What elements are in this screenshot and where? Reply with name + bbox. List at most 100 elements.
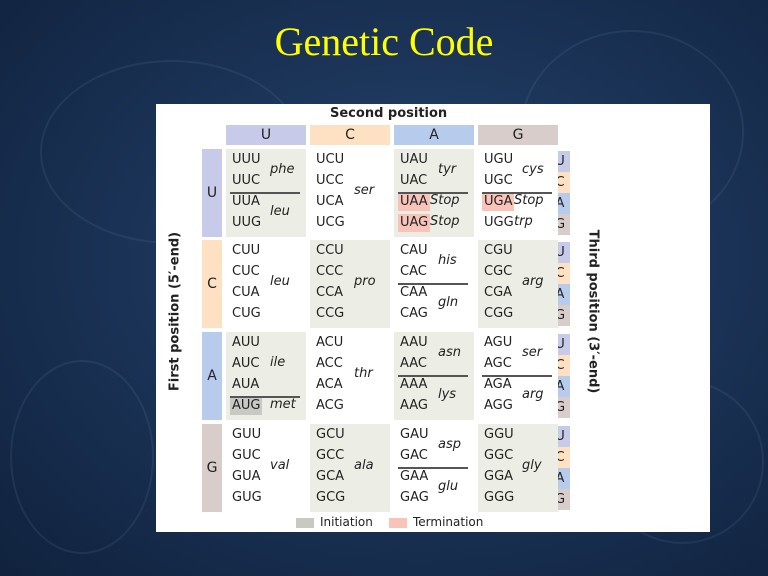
codon: GCU: [316, 427, 345, 442]
codon: ACC: [316, 356, 343, 371]
amino-acid-label: ala: [354, 457, 374, 473]
genetic-code-figure: Second position First position (5′-end) …: [156, 104, 710, 532]
codon: UUU: [232, 152, 261, 167]
codon: UCG: [316, 215, 345, 230]
amino-acid-label: val: [270, 457, 290, 473]
codon: CCU: [316, 243, 344, 258]
codon: CGU: [484, 243, 513, 258]
codon: UAU: [400, 152, 428, 167]
amino-acid-label: pro: [354, 273, 376, 289]
codon: CAG: [400, 306, 428, 321]
second-position-A: A: [394, 125, 474, 145]
codon: UUA: [232, 194, 260, 209]
codon-group-separator: [398, 467, 468, 469]
codon: AAG: [400, 398, 428, 413]
codon: GGC: [484, 448, 514, 463]
codon-group-separator: [398, 283, 468, 285]
amino-acid-label: cys: [522, 161, 544, 177]
codon: CCA: [316, 285, 344, 300]
amino-acid-label: Stop: [514, 193, 544, 208]
amino-acid-label: gly: [522, 457, 542, 473]
codon-group-separator: [230, 192, 300, 194]
codon: UGU: [484, 152, 514, 167]
first-position-U: U: [202, 149, 222, 237]
codon: UAC: [400, 173, 428, 188]
codon: CAA: [400, 285, 428, 300]
codon: AUA: [232, 377, 260, 392]
amino-acid-label: his: [438, 252, 457, 268]
amino-acid-label: arg: [522, 273, 544, 289]
codon: UUG: [232, 215, 262, 230]
codon: CCG: [316, 306, 345, 321]
amino-acid-label: ser: [522, 344, 543, 360]
amino-acid-label: lys: [438, 386, 457, 402]
amino-acid-label: phe: [270, 161, 295, 177]
codon: UCU: [316, 152, 345, 167]
amino-acid-label: tyr: [438, 161, 457, 177]
slide-title: Genetic Code: [274, 19, 494, 64]
codon: AAA: [400, 377, 428, 392]
codon: GUU: [232, 427, 262, 442]
codon: AAC: [400, 356, 427, 371]
codon: ACG: [316, 398, 344, 413]
codon: UAA: [398, 193, 430, 211]
codon: CUG: [232, 306, 261, 321]
codon: GCA: [316, 469, 345, 484]
amino-acid-label: gln: [438, 294, 459, 310]
codon-group-separator: [482, 375, 552, 377]
codon: GUA: [232, 469, 261, 484]
amino-acid-label: thr: [354, 365, 373, 381]
codon: UGG: [484, 215, 514, 230]
amino-acid-label: ile: [270, 355, 286, 370]
codon: ACU: [316, 335, 344, 350]
codon-cell: ACU ACC ACA ACG thr: [310, 332, 390, 420]
termination-legend-label: Termination: [413, 515, 484, 529]
codon-group-separator: [230, 396, 300, 398]
codon-cell: CCU CCC CCA CCG pro: [310, 240, 390, 328]
amino-acid-label: glu: [438, 478, 459, 494]
codon: CCC: [316, 264, 344, 279]
codon: GAA: [400, 469, 429, 484]
background-swirl: [10, 360, 154, 554]
amino-acid-label: asn: [438, 344, 461, 360]
first-position-G: G: [202, 424, 222, 512]
codon: AGU: [484, 335, 513, 350]
initiation-swatch: [296, 518, 314, 528]
second-position-C: C: [310, 125, 390, 145]
amino-acid-label: arg: [522, 386, 544, 402]
first-position-header: First position (5′-end): [167, 231, 183, 392]
codon: UGC: [484, 173, 513, 188]
codon: UGA: [482, 193, 515, 211]
amino-acid-label: leu: [270, 273, 290, 289]
codon: UUC: [232, 173, 261, 188]
amino-acid-label: asp: [438, 436, 461, 452]
codon: ACA: [316, 377, 343, 392]
codon: GUG: [232, 490, 262, 505]
third-position-header: Third position (3′-end): [585, 229, 601, 394]
second-position-G: G: [478, 125, 558, 145]
codon: GAG: [400, 490, 429, 505]
amino-acid-label: ser: [354, 182, 375, 198]
first-position-A: A: [202, 332, 222, 420]
amino-acid-label: met: [270, 397, 296, 412]
codon: GGA: [484, 469, 514, 484]
codon: AGG: [484, 398, 513, 413]
second-position-header: Second position: [330, 106, 448, 121]
codon: GAC: [400, 448, 428, 463]
codon: CUC: [232, 264, 260, 279]
codon: CGG: [484, 306, 514, 321]
codon: AUU: [232, 335, 260, 350]
